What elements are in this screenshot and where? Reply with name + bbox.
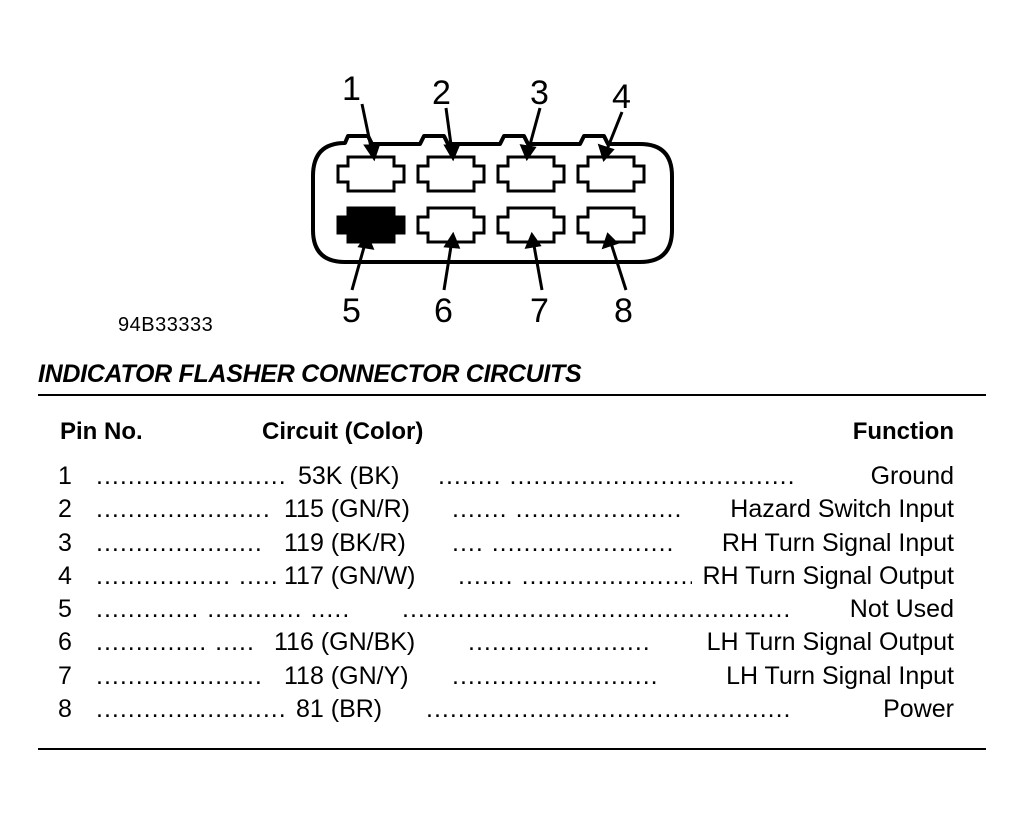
row-function: Not Used	[849, 595, 954, 624]
cavity-pin-8	[576, 206, 646, 244]
row-pin-number: 6	[58, 628, 72, 657]
pin-label-2: 2	[432, 74, 451, 112]
row-circuit: 116 (GN/BK)	[274, 628, 416, 657]
cavity-pin-7	[496, 206, 566, 244]
table-row: 7..................... 118 (GN/Y)........…	[0, 662, 1024, 695]
table-row: 1........................ 53K (BK).......…	[0, 462, 1024, 495]
pin-label-8: 8	[614, 292, 633, 330]
divider-top	[38, 394, 986, 396]
row-circuit: 53K (BK)	[298, 462, 400, 490]
row-circuit: 118 (GN/Y)	[284, 661, 409, 690]
connector-housing	[311, 134, 674, 264]
row-circuit: 115 (GN/R)	[284, 495, 410, 524]
column-header-pin: Pin No.	[60, 418, 143, 445]
leader-dots: ........................	[96, 462, 287, 490]
figure-reference-code: 94B33333	[118, 314, 214, 336]
row-function: RH Turn Signal Output	[702, 561, 954, 590]
row-function: Power	[883, 695, 954, 724]
row-function: LH Turn Signal Input	[726, 661, 954, 690]
cavity-pin-3	[496, 155, 566, 193]
column-header-function: Function	[852, 418, 954, 445]
row-function: Hazard Switch Input	[730, 495, 954, 524]
section-title: INDICATOR FLASHER CONNECTOR CIRCUITS	[38, 360, 582, 388]
leader-dots: ..........................	[96, 695, 288, 724]
pin-label-7: 7	[530, 292, 549, 330]
pin-label-6: 6	[434, 292, 453, 330]
leader-dots: ........................................…	[426, 695, 792, 724]
pin-label-3: 3	[530, 74, 549, 112]
table-row: 8.......................... 81 (BR)......…	[0, 695, 1024, 728]
cavities-top-row	[336, 155, 646, 193]
table-row: 6 .............. ..... 116 (GN/BK)........…	[0, 628, 1024, 661]
leader-dots: .......................	[468, 628, 651, 657]
leader-dots: .....................	[96, 528, 263, 557]
leader-dots: .....................	[96, 661, 263, 690]
leader-dots: ........................................…	[402, 595, 792, 624]
column-header-circuit: Circuit (Color)	[262, 418, 424, 445]
leader-lines	[350, 103, 628, 291]
leader-dots: ................. .......	[96, 561, 276, 590]
row-pin-number: 3	[58, 528, 72, 557]
leader-dots: ..........................	[452, 661, 659, 690]
row-pin-number: 1	[58, 462, 72, 490]
leader-dots: ........ ...............................…	[438, 462, 796, 490]
cavity-pin-1	[336, 155, 406, 193]
leader-dots: .............. .....	[96, 628, 255, 657]
pin-label-4: 4	[612, 78, 631, 116]
cavity-pin-4	[576, 155, 646, 193]
leader-dots: ............. ............ .....	[96, 595, 351, 624]
table-row: 2...................... 115 (GN/R).......…	[0, 495, 1024, 528]
table-row: 3..................... 119 (BK/R) .... ..…	[0, 529, 1024, 562]
cavities-bottom-row	[336, 206, 646, 244]
cavity-pin-6	[416, 206, 486, 244]
leader-dots: .... .......................	[452, 528, 675, 557]
pin-label-5: 5	[342, 292, 361, 330]
cavity-pin-5	[336, 206, 406, 244]
cavity-pin-2	[416, 155, 486, 193]
leader-dots: ....... .....................	[452, 495, 683, 524]
row-pin-number: 7	[58, 661, 72, 690]
row-function: Ground	[870, 462, 954, 490]
row-pin-number: 2	[58, 495, 72, 524]
pin-label-1: 1	[342, 70, 361, 108]
circuit-table: 1........................ 53K (BK).......…	[0, 462, 1024, 728]
table-row: 4 ................. ....... 117 (GN/W)....…	[0, 562, 1024, 595]
leader-dots: ......................	[96, 495, 271, 524]
row-function: LH Turn Signal Output	[706, 628, 954, 657]
row-pin-number: 5	[58, 595, 72, 624]
row-pin-number: 4	[58, 561, 72, 590]
leader-dots: ....... ......................	[458, 561, 692, 590]
row-circuit: 81 (BR)	[296, 695, 383, 724]
row-circuit: 117 (GN/W)	[284, 561, 416, 590]
connector-diagram: 1 2 3 4 5 6 7 8	[311, 70, 674, 330]
row-pin-number: 8	[58, 695, 72, 724]
row-circuit: 119 (BK/R)	[284, 528, 406, 557]
row-function: RH Turn Signal Input	[721, 528, 954, 557]
divider-bottom	[38, 748, 986, 750]
table-row: 5 ............. ............ ............…	[0, 595, 1024, 628]
